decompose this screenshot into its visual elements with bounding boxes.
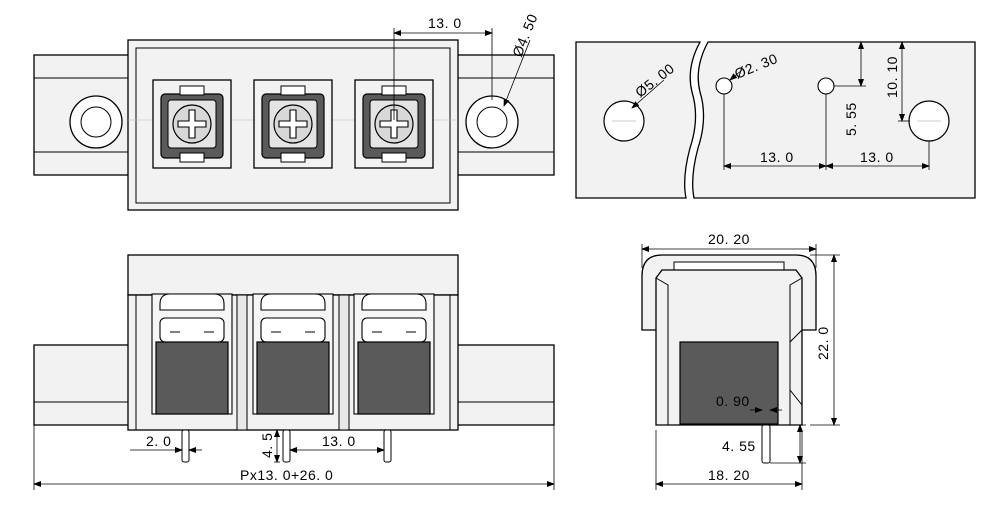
pcb-offset-large-label: 10. 10 xyxy=(884,56,900,98)
front-top-cover xyxy=(127,254,459,296)
front-pitch-label: 13. 0 xyxy=(322,433,356,449)
screw-terminal-2 xyxy=(253,79,333,169)
top-pitch-label: 13. 0 xyxy=(428,15,462,31)
pcb-pitch-right-label: 13. 0 xyxy=(860,149,894,165)
front-clamp-3 xyxy=(353,293,435,415)
pcb-pitch-left-label: 13. 0 xyxy=(760,149,794,165)
side-height-label: 22. 0 xyxy=(815,326,831,360)
pin-offset-label: 2. 0 xyxy=(146,433,171,449)
pin-length-label: 4. 5 xyxy=(259,433,275,458)
front-pin-2 xyxy=(282,429,291,463)
side-pin-length-label: 4. 55 xyxy=(722,438,756,454)
overall-length-label: Px13. 0+26. 0 xyxy=(240,467,333,483)
screw-terminal-1 xyxy=(152,79,232,169)
pcb-pin-hole-1 xyxy=(715,77,733,95)
front-view: 2. 0 4. 5 13. 0 Px13. 0+26. 0 xyxy=(33,254,555,490)
mount-hole-dia-label: Ø4. 50 xyxy=(509,11,541,59)
side-top-width-label: 20. 20 xyxy=(708,231,750,247)
pcb-offset-small-label: 5. 55 xyxy=(843,102,859,136)
side-bottom-width-label: 18. 20 xyxy=(708,467,750,483)
front-pin-3 xyxy=(383,429,392,463)
pcb-layout-view: Ø5. 00 Ø2. 30 13. 0 13. 0 5. 55 10. 10 xyxy=(575,41,976,199)
front-pin-1 xyxy=(181,429,190,463)
side-view: 20. 20 22. 0 0. 90 4. 55 18. 20 xyxy=(641,231,840,490)
top-view: 13. 0 Ø4. 50 xyxy=(33,11,555,211)
side-pin xyxy=(761,424,771,464)
side-clamp-block xyxy=(679,341,779,425)
pcb-pin-hole-2 xyxy=(817,77,835,95)
front-clamp-1 xyxy=(151,293,233,415)
front-clamp-2 xyxy=(252,293,334,415)
pin-width-label: 0. 90 xyxy=(716,393,750,409)
